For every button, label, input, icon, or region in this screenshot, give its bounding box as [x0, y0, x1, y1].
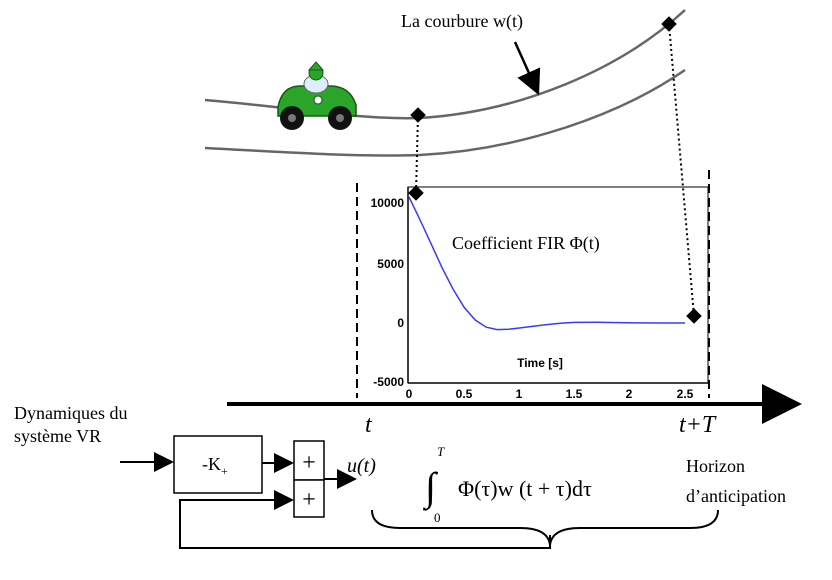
correspondence-line-end [668, 23, 695, 317]
gain-label-subscript: + [221, 464, 228, 478]
output-label: u(t) [347, 455, 376, 477]
diamond-marker [410, 107, 426, 123]
x-tick-label: 0.5 [456, 387, 473, 401]
fir-chart: 10000 5000 0 -5000 0 0.5 1 1.5 2 2.5 Tim… [371, 186, 709, 401]
x-axis-label: Time [s] [517, 356, 563, 370]
x-tick-label: 1 [516, 387, 523, 401]
integrand: Φ(τ)w (t + τ)dτ [458, 476, 592, 501]
brace [371, 509, 719, 546]
road [204, 9, 686, 157]
horizon-label-line1: Horizon [686, 456, 745, 476]
curvature-arrow [513, 41, 541, 96]
y-tick-label: 0 [397, 316, 404, 330]
x-tick-label: 0 [406, 387, 413, 401]
fir-coefficient-label: Coefficient FIR Φ(t) [452, 233, 600, 254]
timeline-label-t: t [365, 412, 373, 438]
timeline-label-t-plus-T: t+T [679, 412, 717, 438]
fir-series-line [408, 196, 685, 331]
input-label-line2: système VR [14, 426, 101, 446]
diamond-marker [686, 308, 702, 324]
integral-upper-bound: T [437, 444, 445, 459]
y-tick-label: 5000 [377, 257, 404, 271]
sum-sign-bottom: + [302, 487, 316, 513]
horizon-label-line2: d’anticipation [686, 486, 786, 506]
curvature-label: La courbure w(t) [401, 11, 523, 32]
integral-lower-bound: 0 [434, 510, 441, 525]
block-diagram: Dynamiques du système VR -K+ + + u(t) ∫ … [14, 403, 786, 549]
car-icon [277, 61, 357, 130]
feedback-loop [179, 490, 551, 549]
plot-area [407, 186, 709, 384]
sum-block-bottom [293, 479, 325, 518]
x-tick-label: 2 [626, 387, 633, 401]
gain-label-main: -K [202, 454, 221, 474]
input-label-line1: Dynamiques du [14, 403, 127, 423]
sum-sign-top: + [302, 450, 316, 476]
y-tick-label: -5000 [373, 375, 404, 389]
gain-block [173, 435, 263, 494]
road-lower-edge [204, 68, 686, 157]
x-tick-label: 2.5 [677, 387, 694, 401]
gain-label: -K+ [202, 454, 228, 478]
x-tick-label: 1.5 [566, 387, 583, 401]
diamond-marker [408, 185, 424, 201]
integral-sign: ∫ [422, 464, 439, 511]
diamond-markers [408, 16, 702, 324]
correspondence-line-start [415, 114, 419, 194]
y-tick-label: 10000 [371, 196, 405, 210]
